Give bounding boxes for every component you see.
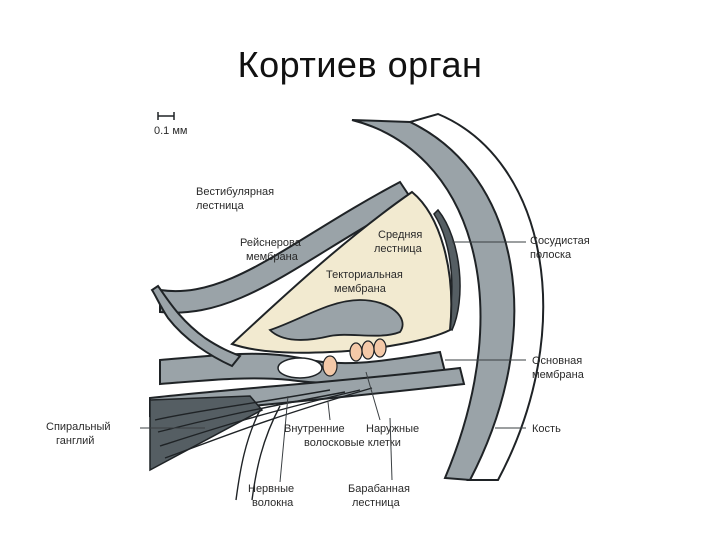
label-tectorial-1: Текториальная bbox=[326, 269, 403, 281]
label-tympanic-1: Барабанная bbox=[348, 483, 410, 495]
label-vascular-2: полоска bbox=[530, 249, 572, 261]
label-vestibular-2: лестница bbox=[196, 200, 245, 212]
label-middle-1: Средняя bbox=[378, 229, 422, 241]
label-hair-inner: Внутренние bbox=[284, 423, 345, 435]
label-reissner-2: мембрана bbox=[246, 251, 299, 263]
label-nerve-1: Нервные bbox=[248, 483, 294, 495]
tunnel bbox=[278, 358, 322, 378]
label-tectorial-2: мембрана bbox=[334, 283, 387, 295]
label-nerve-2: волокна bbox=[252, 497, 294, 509]
label-middle-2: лестница bbox=[374, 243, 423, 255]
label-tympanic-2: лестница bbox=[352, 497, 401, 509]
spiral-ganglion bbox=[150, 396, 262, 470]
label-vascular-1: Сосудистая bbox=[530, 235, 590, 247]
scale-bar bbox=[158, 112, 174, 120]
label-vestibular-1: Вестибулярная bbox=[196, 186, 274, 198]
label-hair-outer: Наружные bbox=[366, 423, 419, 435]
label-spiral-ganglion-1: Спиральный bbox=[46, 421, 111, 433]
label-spiral-ganglion-2: ганглий bbox=[56, 435, 94, 447]
label-basilar-1: Основная bbox=[532, 355, 582, 367]
label-bone: Кость bbox=[532, 423, 561, 435]
label-reissner-1: Рейснерова bbox=[240, 237, 302, 249]
scale-bar-label: 0.1 мм bbox=[154, 125, 187, 137]
label-basilar-2: мембрана bbox=[532, 369, 585, 381]
label-hair-common: волосковые клетки bbox=[304, 437, 401, 449]
